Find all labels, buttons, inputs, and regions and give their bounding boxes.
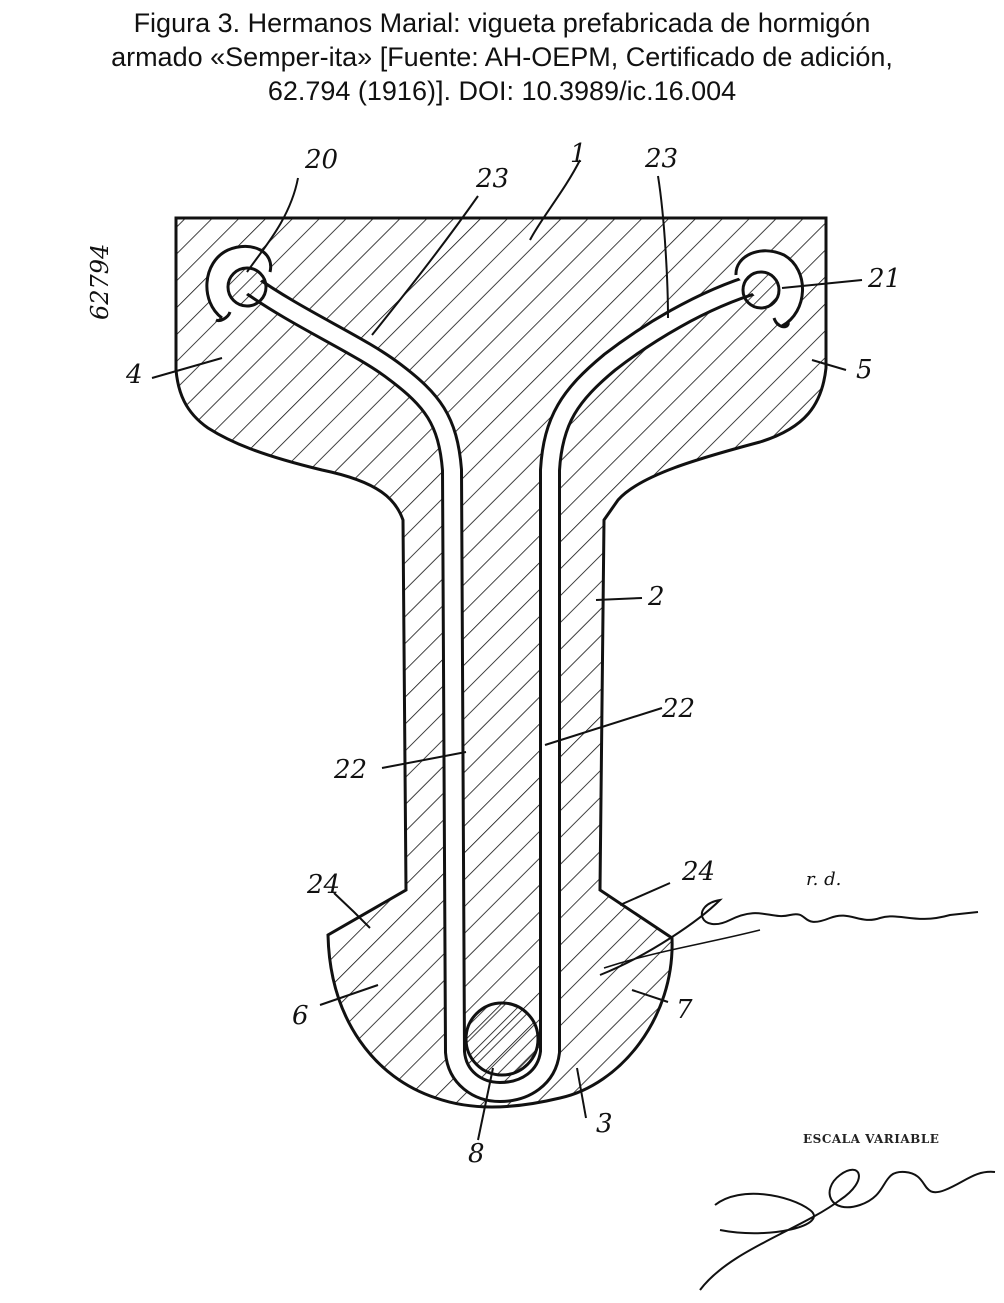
label-21: 21 bbox=[867, 264, 901, 294]
concrete-beam-section bbox=[174, 216, 828, 1109]
caption-line-3: 62.794 (1916)]. DOI: 10.3989/ic.16.004 bbox=[267, 76, 737, 106]
caption-line-2: armado «Semper-ita» [Fuente: AH-OEPM, Ce… bbox=[111, 42, 893, 72]
label-22-left: 22 bbox=[333, 755, 367, 785]
label-4: 4 bbox=[125, 360, 143, 390]
caption-line-1: Figura 3. Hermanos Marial: vigueta prefa… bbox=[133, 8, 871, 38]
label-24-left: 24 bbox=[306, 870, 340, 900]
patent-number: 62794 bbox=[86, 244, 114, 320]
figure-caption: Figura 3. Hermanos Marial: vigueta prefa… bbox=[0, 6, 1004, 108]
label-3: 3 bbox=[596, 1109, 613, 1139]
bar-21 bbox=[741, 270, 781, 310]
label-22-right: 22 bbox=[661, 694, 695, 724]
label-23-left: 23 bbox=[475, 164, 509, 194]
label-7: 7 bbox=[676, 995, 693, 1025]
label-6: 6 bbox=[292, 1001, 309, 1031]
signature-bottom-scribble bbox=[699, 1168, 996, 1291]
label-1: 1 bbox=[570, 139, 587, 169]
scale-stamp: ESCALA VARIABLE bbox=[803, 1132, 939, 1146]
label-23-right: 23 bbox=[644, 144, 678, 174]
leader-lines bbox=[151, 159, 863, 1141]
label-2: 2 bbox=[647, 582, 665, 612]
label-24-right: 24 bbox=[681, 857, 715, 887]
bar-8 bbox=[464, 1001, 540, 1077]
label-20: 20 bbox=[304, 145, 338, 175]
label-5: 5 bbox=[856, 355, 873, 385]
signature-mark: r. d. bbox=[806, 869, 841, 890]
bar-20 bbox=[226, 266, 268, 308]
signature-top-scribble bbox=[599, 898, 979, 976]
label-8: 8 bbox=[468, 1139, 485, 1169]
